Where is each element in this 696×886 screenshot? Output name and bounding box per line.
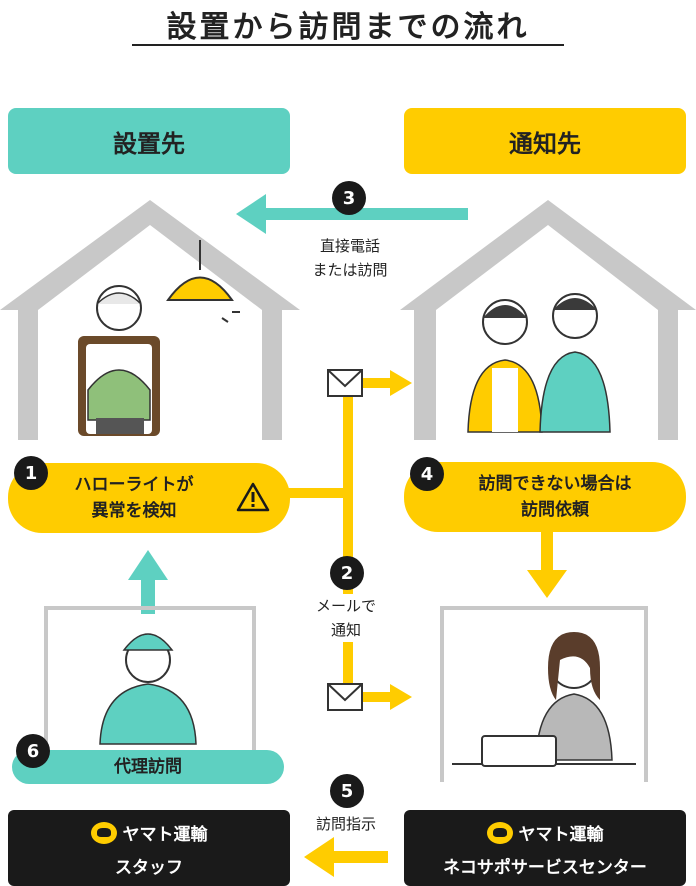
yamato-brand-label: ヤマト運輸: [122, 825, 208, 845]
step-2-label: メールで 通知: [290, 594, 402, 642]
connector-step-1-2: [286, 370, 412, 710]
step-3-label: 直接電話 または訪問: [312, 237, 388, 279]
yamato-center-box: ヤマト運輸 ネコサポサービスセンター: [404, 810, 686, 886]
step-4-label: 訪問できない場合は 訪問依頼: [478, 474, 632, 520]
call-center-frame: [440, 606, 648, 782]
warning-icon: [236, 482, 270, 512]
notify-target-box: 通知先: [404, 108, 686, 174]
step-5-number: 5: [330, 774, 364, 808]
step-4-number: 4: [410, 457, 444, 491]
title-underline: [132, 44, 564, 46]
black-cat-icon: [486, 821, 513, 844]
yamato-brand-label: ヤマト運輸: [518, 825, 604, 845]
arrow-step-4-down: [527, 530, 567, 598]
step-4-request-pill: 訪問できない場合は 訪問依頼: [404, 462, 686, 532]
black-cat-icon: [90, 821, 117, 844]
arrow-step-3: [236, 194, 468, 234]
mail-icon-bottom: [327, 683, 363, 711]
lamp-icon: [166, 240, 240, 323]
step-6-proxy-visit-pill: 代理訪問: [12, 750, 284, 784]
yamato-brand-staff: ヤマト運輸: [8, 820, 290, 845]
staff-frame: [44, 606, 256, 752]
install-site-house-icon: [0, 200, 300, 440]
step-1-label: ハローライトが 異常を検知: [74, 475, 194, 521]
mail-icon-top: [327, 369, 363, 397]
family-couple-illustration: [467, 293, 611, 433]
elderly-person-illustration: [78, 285, 160, 436]
arrow-step-5: [304, 837, 388, 877]
yamato-center-label: ネコサポサービスセンター: [443, 858, 647, 878]
step-2-number: 2: [330, 556, 364, 590]
install-site-box: 設置先: [8, 108, 290, 174]
yamato-brand-center: ヤマト運輸: [404, 820, 686, 845]
step-6-label: 代理訪問: [114, 757, 182, 777]
step-5-label: 訪問指示: [315, 815, 376, 833]
step-1-number: 1: [14, 456, 48, 490]
step-3-number: 3: [332, 181, 366, 215]
step-1-alert-pill: ハローライトが 異常を検知: [8, 463, 290, 533]
page-title: 設置から訪問までの流れ: [166, 10, 530, 45]
yamato-staff-label: スタッフ: [115, 858, 183, 878]
yamato-staff-box: ヤマト運輸 スタッフ: [8, 810, 290, 886]
step-6-number: 6: [16, 734, 50, 768]
arrow-staff-up: [128, 550, 168, 614]
